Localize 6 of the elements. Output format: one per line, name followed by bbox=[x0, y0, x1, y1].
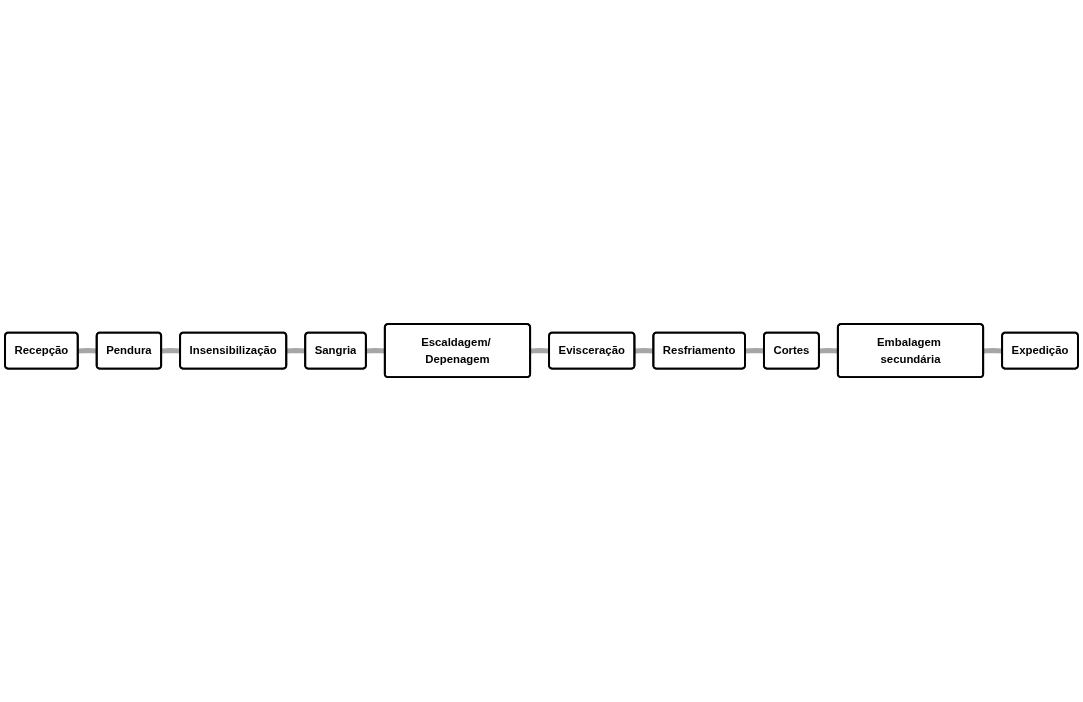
connector bbox=[983, 348, 1003, 354]
connector bbox=[530, 348, 550, 354]
connector bbox=[634, 348, 654, 354]
connector bbox=[161, 348, 181, 354]
connector bbox=[286, 348, 306, 354]
connector bbox=[745, 348, 765, 354]
